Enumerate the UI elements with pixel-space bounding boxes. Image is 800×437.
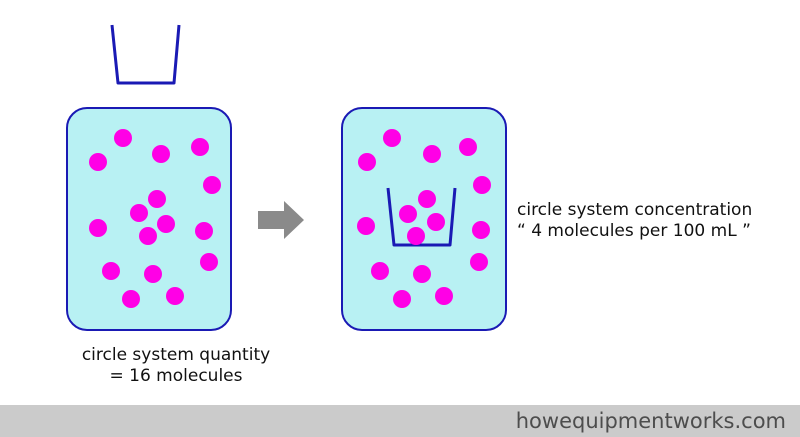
left-molecule-14	[144, 265, 162, 283]
right-molecule-8	[470, 253, 488, 271]
concentration-label-line2: “ 4 molecules per 100 mL ”	[517, 221, 751, 241]
sample-molecules	[399, 190, 445, 245]
right-molecule-11	[393, 290, 411, 308]
left-molecule-16	[166, 287, 184, 305]
left-molecule-12	[200, 253, 218, 271]
quantity-label: circle system quantity = 16 molecules	[52, 345, 300, 387]
left-molecules	[89, 129, 221, 308]
left-molecule-5	[203, 176, 221, 194]
footer-site-text: howequipmentworks.com	[515, 409, 786, 433]
right-molecule-1	[383, 129, 401, 147]
left-molecule-10	[139, 227, 157, 245]
left-molecule-1	[114, 129, 132, 147]
right-molecules	[357, 129, 491, 308]
sample-molecule-2	[399, 205, 417, 223]
left-molecule-4	[191, 138, 209, 156]
left-molecule-6	[148, 190, 166, 208]
concentration-label: circle system concentration “ 4 molecule…	[517, 200, 752, 242]
arrow-icon	[258, 201, 304, 239]
diagram-canvas	[66, 24, 507, 331]
quantity-label-line2: = 16 molecules	[109, 366, 243, 386]
sample-beaker	[386, 187, 457, 247]
left-molecule-11	[195, 222, 213, 240]
footer-bar: howequipmentworks.com	[0, 405, 800, 437]
empty-beaker	[110, 24, 181, 85]
right-molecule-7	[357, 217, 375, 235]
left-molecule-3	[152, 145, 170, 163]
right-molecule-3	[423, 145, 441, 163]
concentration-label-line1: circle system concentration	[517, 200, 753, 220]
left-molecule-8	[157, 215, 175, 233]
left-molecule-7	[130, 204, 148, 222]
sample-molecule-4	[407, 227, 425, 245]
left-molecule-15	[122, 290, 140, 308]
left-molecule-2	[89, 153, 107, 171]
left-molecule-13	[102, 262, 120, 280]
right-molecule-5	[473, 176, 491, 194]
right-molecule-2	[358, 153, 376, 171]
left-molecule-9	[89, 219, 107, 237]
quantity-label-line1: circle system quantity	[81, 345, 271, 365]
right-molecule-6	[472, 221, 490, 239]
right-molecule-4	[459, 138, 477, 156]
right-molecule-12	[435, 287, 453, 305]
right-molecule-9	[371, 262, 389, 280]
sample-molecule-1	[418, 190, 436, 208]
sample-molecule-3	[427, 213, 445, 231]
right-molecule-10	[413, 265, 431, 283]
